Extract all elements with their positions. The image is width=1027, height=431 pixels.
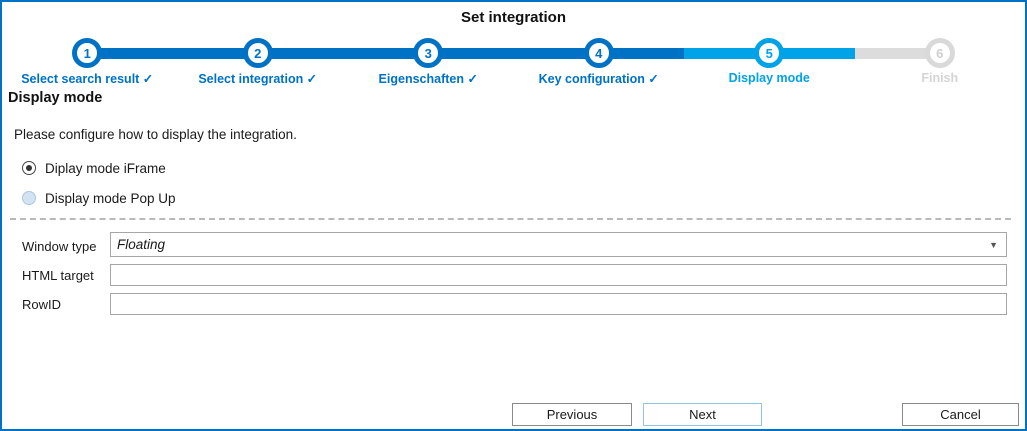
step-circle: 2 [242, 38, 273, 68]
cancel-button[interactable]: Cancel [902, 403, 1019, 426]
progress-bar-segment [684, 48, 770, 59]
step-key-configuration: 4 Key configuration ✓ [513, 38, 684, 86]
step-select-integration: 2 Select integration ✓ [172, 38, 343, 86]
progress-bar-segment [172, 48, 258, 59]
progress-bar-segment [87, 48, 173, 59]
step-finish: 6 Finish [854, 38, 1026, 86]
window-type-label: Window type [22, 239, 97, 254]
html-target-row: HTML target [2, 264, 1025, 286]
step-label: Eigenschaften ✓ [378, 72, 478, 86]
progress-bar-segment [598, 48, 684, 59]
step-circle: 1 [72, 38, 103, 68]
rowid-row: RowID [2, 293, 1025, 315]
next-button[interactable]: Next [643, 403, 762, 426]
page-title: Display mode [8, 90, 103, 106]
progress-bar-segment [513, 48, 599, 59]
radio-unselected-icon [22, 191, 36, 205]
step-select-search-result: 1 Select search result ✓ [2, 38, 173, 86]
radio-label: Diplay mode iFrame [45, 160, 166, 176]
dashed-divider [10, 218, 1011, 220]
progress-bar-segment [257, 48, 343, 59]
window-type-row: Window type Floating ▼ [2, 232, 1025, 257]
step-label: Display mode [728, 71, 810, 85]
page-description: Please configure how to display the inte… [14, 127, 297, 142]
radio-display-mode-iframe[interactable]: Diplay mode iFrame [22, 160, 176, 176]
radio-selected-icon [22, 161, 36, 175]
step-label: Select search result ✓ [21, 72, 154, 86]
radio-display-mode-popup[interactable]: Display mode Pop Up [22, 190, 176, 206]
step-circle: 3 [413, 38, 444, 68]
chevron-down-icon: ▼ [989, 239, 998, 250]
wizard-stepper: 1 Select search result ✓ 2 Select integr… [2, 38, 1025, 86]
step-label: Key configuration ✓ [538, 72, 659, 86]
radio-label: Display mode Pop Up [45, 190, 176, 206]
progress-bar-segment [769, 48, 855, 59]
step-eigenschaften: 3 Eigenschaften ✓ [343, 38, 514, 86]
html-target-input[interactable] [110, 264, 1007, 286]
progress-bar-segment [428, 48, 514, 59]
step-circle: 6 [924, 38, 955, 68]
display-mode-radio-group: Diplay mode iFrame Display mode Pop Up [22, 160, 176, 220]
window-type-dropdown[interactable]: Floating ▼ [110, 232, 1007, 257]
window-type-value: Floating [117, 237, 166, 252]
step-label: Select integration ✓ [198, 72, 318, 86]
step-display-mode: 5 Display mode [684, 38, 855, 86]
dialog-title: Set integration [460, 9, 566, 26]
step-circle: 4 [583, 38, 614, 68]
progress-bar-segment [854, 48, 940, 59]
step-circle: 5 [754, 38, 785, 68]
html-target-label: HTML target [22, 268, 94, 283]
progress-bar-segment [343, 48, 429, 59]
rowid-label: RowID [22, 297, 62, 312]
previous-button[interactable]: Previous [512, 403, 632, 426]
step-label: Finish [921, 71, 959, 85]
rowid-input[interactable] [110, 293, 1007, 315]
